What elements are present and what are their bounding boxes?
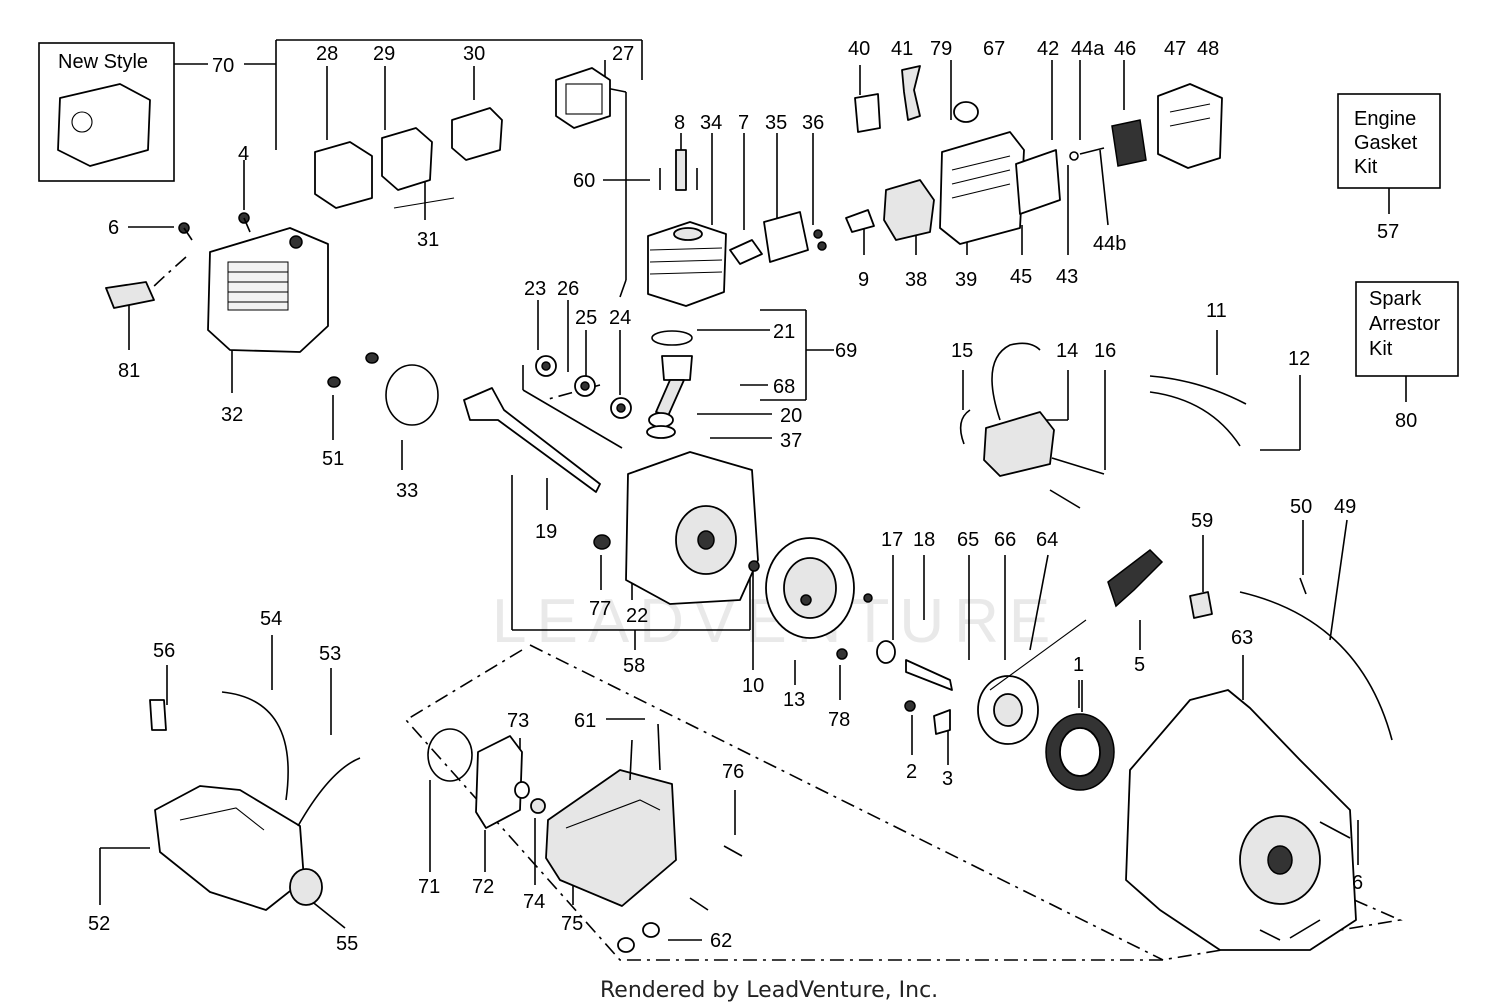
callout-47: 47 xyxy=(1164,38,1186,60)
callout-52: 52 xyxy=(88,913,110,935)
callout-53: 53 xyxy=(319,643,341,665)
callout-29: 29 xyxy=(373,43,395,65)
spark-arrestor-kit-line-3: Kit xyxy=(1369,338,1393,360)
callout-68: 68 xyxy=(773,376,795,398)
callout-59: 59 xyxy=(1191,510,1213,532)
callout-37: 37 xyxy=(780,430,802,452)
callout-21: 21 xyxy=(773,321,795,343)
callout-27: 27 xyxy=(612,43,634,65)
callout-44b: 44b xyxy=(1093,233,1126,255)
callout-72: 72 xyxy=(472,876,494,898)
callout-labels: 70 28 29 30 27 4 6 81 32 51 33 31 8 34 7… xyxy=(88,38,1363,955)
spark-arrestor-kit-line-2: Arrestor xyxy=(1369,313,1440,335)
callout-65: 65 xyxy=(957,529,979,551)
callout-30: 30 xyxy=(463,43,485,65)
callout-63: 63 xyxy=(1231,627,1253,649)
callout-28: 28 xyxy=(316,43,338,65)
callout-23: 23 xyxy=(524,278,546,300)
engine-gasket-kit-number: 57 xyxy=(1377,221,1399,243)
callout-44a: 44a xyxy=(1071,38,1105,60)
callout-7: 7 xyxy=(738,112,749,134)
callout-2: 2 xyxy=(906,761,917,783)
callout-61: 61 xyxy=(574,710,596,732)
callout-10: 10 xyxy=(742,675,764,697)
callout-5: 5 xyxy=(1134,654,1145,676)
callout-54: 54 xyxy=(260,608,282,630)
new-style-box: New Style xyxy=(38,42,175,182)
callout-69: 69 xyxy=(835,340,857,362)
callout-49: 49 xyxy=(1334,496,1356,518)
callout-4: 4 xyxy=(238,143,249,165)
callout-40: 40 xyxy=(848,38,870,60)
callout-33: 33 xyxy=(396,480,418,502)
new-style-label: New Style xyxy=(58,51,148,73)
callout-16: 16 xyxy=(1094,340,1116,362)
callout-81: 81 xyxy=(118,360,140,382)
callout-39: 39 xyxy=(955,269,977,291)
callout-58: 58 xyxy=(623,655,645,677)
callout-11: 11 xyxy=(1206,300,1227,322)
callout-62: 62 xyxy=(710,930,732,952)
callout-56: 56 xyxy=(153,640,175,662)
callout-76: 76 xyxy=(722,761,744,783)
callout-75: 75 xyxy=(561,913,583,935)
callout-50: 50 xyxy=(1290,496,1312,518)
engine-gasket-kit-box: Engine Gasket Kit 57 xyxy=(1337,93,1441,243)
engine-gasket-kit-line-2: Gasket xyxy=(1354,132,1418,154)
callout-22: 22 xyxy=(626,605,648,627)
callout-48: 48 xyxy=(1197,38,1219,60)
callout-35: 35 xyxy=(765,112,787,134)
callout-24: 24 xyxy=(609,307,631,329)
callout-12: 12 xyxy=(1288,348,1310,370)
callout-13: 13 xyxy=(783,689,805,711)
callout-9: 9 xyxy=(858,269,869,291)
callout-42: 42 xyxy=(1037,38,1059,60)
footer-credit: Rendered by LeadVenture, Inc. xyxy=(600,978,938,1003)
callout-18: 18 xyxy=(913,529,935,551)
callout-38: 38 xyxy=(905,269,927,291)
callout-6-left: 6 xyxy=(108,217,119,239)
callout-1: 1 xyxy=(1073,654,1084,676)
callout-32: 32 xyxy=(221,404,243,426)
engine-gasket-kit-line-1: Engine xyxy=(1354,108,1416,130)
callout-73: 73 xyxy=(507,710,529,732)
callout-46: 46 xyxy=(1114,38,1136,60)
callout-25: 25 xyxy=(575,307,597,329)
callout-26: 26 xyxy=(557,278,579,300)
callout-43: 43 xyxy=(1056,266,1078,288)
engine-gasket-kit-line-3: Kit xyxy=(1354,156,1378,178)
callout-74: 74 xyxy=(523,891,545,913)
callout-14: 14 xyxy=(1056,340,1078,362)
callout-78: 78 xyxy=(828,709,850,731)
callout-15: 15 xyxy=(951,340,973,362)
callout-20: 20 xyxy=(780,405,802,427)
callout-64: 64 xyxy=(1036,529,1058,551)
part-shapes xyxy=(105,65,1393,953)
callout-70: 70 xyxy=(212,55,234,77)
leader-lines xyxy=(99,39,1359,941)
callout-17: 17 xyxy=(881,529,903,551)
callout-45: 45 xyxy=(1010,266,1032,288)
callout-31: 31 xyxy=(417,229,439,251)
callout-8: 8 xyxy=(674,112,685,134)
callout-71: 71 xyxy=(418,876,440,898)
spark-arrestor-kit-box: Spark Arrestor Kit 80 xyxy=(1355,281,1459,432)
spark-arrestor-kit-line-1: Spark xyxy=(1369,288,1422,310)
callout-67: 67 xyxy=(983,38,1005,60)
callout-55: 55 xyxy=(336,933,358,955)
callout-77: 77 xyxy=(589,598,611,620)
callout-66: 66 xyxy=(994,529,1016,551)
callout-41: 41 xyxy=(891,38,913,60)
callout-36: 36 xyxy=(802,112,824,134)
callout-79: 79 xyxy=(930,38,952,60)
callout-51: 51 xyxy=(322,448,344,470)
callout-60: 60 xyxy=(573,170,595,192)
callout-19: 19 xyxy=(535,521,557,543)
spark-arrestor-kit-number: 80 xyxy=(1395,410,1417,432)
callout-3: 3 xyxy=(942,768,953,790)
callout-6-right: 6 xyxy=(1352,872,1363,894)
callout-34: 34 xyxy=(700,112,722,134)
